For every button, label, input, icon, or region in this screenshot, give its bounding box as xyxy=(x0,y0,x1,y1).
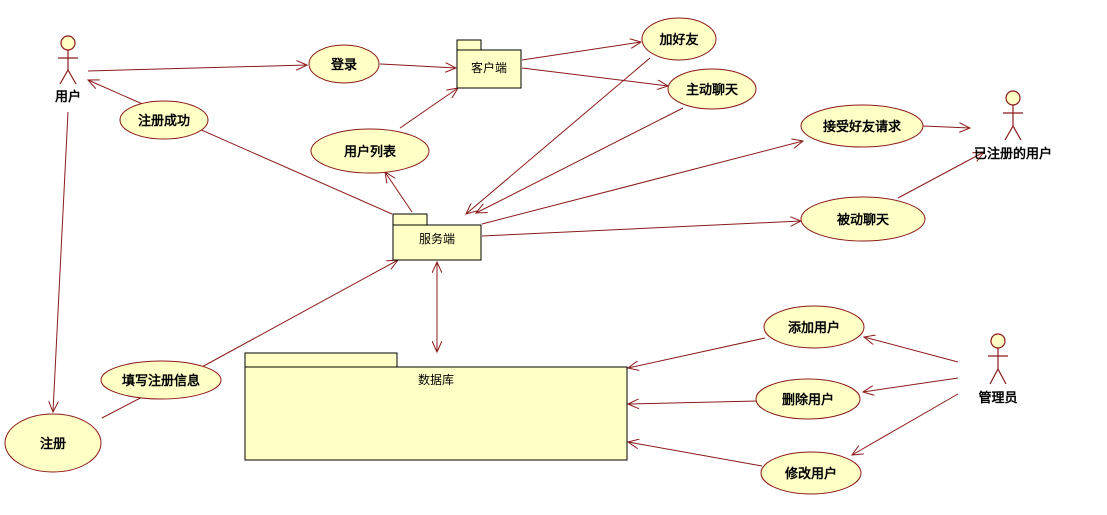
edge-passive-chat-to-registered-user xyxy=(897,152,984,199)
use-case-active-chat-label: 主动聊天 xyxy=(686,82,739,98)
use-case-user-list: 用户列表 xyxy=(310,128,430,174)
use-case-login: 登录 xyxy=(308,44,380,84)
edge-admin-to-add-user xyxy=(864,337,959,363)
use-case-modify-user: 修改用户 xyxy=(760,451,862,495)
use-case-login-label: 登录 xyxy=(330,57,357,73)
edge-server-to-user xyxy=(88,80,393,215)
use-case-accept-friend-request-label: 接受好友请求 xyxy=(823,119,902,135)
use-case-passive-chat: 被动聊天 xyxy=(800,196,926,242)
edge-admin-to-delete-user xyxy=(863,377,959,392)
edge-client-to-active-chat xyxy=(521,67,668,86)
package-server: 服务端 xyxy=(392,213,482,261)
edge-server-to-user-list xyxy=(385,172,413,213)
edge-fill-info-to-server xyxy=(199,260,398,369)
use-case-fill-register-info: 填写注册信息 xyxy=(100,360,222,400)
edges xyxy=(53,42,984,467)
edge-admin-to-modify-user xyxy=(852,393,959,455)
use-case-add-user: 添加用户 xyxy=(763,305,865,349)
edge-user-list-to-client xyxy=(399,88,458,129)
edge-add-user-to-database xyxy=(628,337,766,368)
package-client-label: 客户端 xyxy=(471,60,507,75)
edge-accept-request-to-registered-user xyxy=(922,126,970,128)
use-case-register-success-label: 注册成功 xyxy=(138,113,190,129)
edge-delete-user-to-database xyxy=(628,401,758,404)
package-database: 数据库 xyxy=(244,352,628,461)
edge-client-to-add-friend xyxy=(521,42,641,61)
actor-registered-user: 已注册的用户 xyxy=(974,90,1052,162)
actor-admin-label: 管理员 xyxy=(978,390,1017,406)
use-case-accept-friend-request: 接受好友请求 xyxy=(800,104,924,148)
edge-server-to-accept-request xyxy=(481,141,803,225)
edge-server-to-passive-chat xyxy=(481,221,801,237)
use-case-delete-user: 删除用户 xyxy=(755,378,861,420)
edge-modify-user-to-database xyxy=(628,442,763,467)
package-server-label: 服务端 xyxy=(419,231,455,246)
edge-active-chat-to-server xyxy=(476,107,684,213)
use-case-register: 注册 xyxy=(4,413,102,473)
actor-user: 用户 xyxy=(54,35,81,105)
use-case-modify-user-label: 修改用户 xyxy=(784,466,837,482)
use-case-delete-user-label: 删除用户 xyxy=(782,392,834,408)
actor-admin: 管理员 xyxy=(978,333,1018,406)
use-case-passive-chat-label: 被动聊天 xyxy=(836,212,890,228)
use-case-active-chat: 主动聊天 xyxy=(667,68,757,110)
use-case-fill-register-info-label: 填写注册信息 xyxy=(122,373,200,389)
use-case-add-friend-label: 加好友 xyxy=(658,32,698,48)
use-case-register-label: 注册 xyxy=(40,436,66,452)
use-case-register-success: 注册成功 xyxy=(119,100,209,140)
edge-add-friend-to-server xyxy=(466,57,651,214)
use-case-user-list-label: 用户列表 xyxy=(343,144,397,160)
edge-login-to-client xyxy=(379,64,456,68)
package-client: 客户端 xyxy=(456,39,522,89)
use-case-add-user-label: 添加用户 xyxy=(788,320,840,336)
actor-user-label: 用户 xyxy=(54,89,81,105)
use-case-add-friend: 加好友 xyxy=(641,17,717,61)
edge-user-to-register xyxy=(53,111,69,412)
package-database-label: 数据库 xyxy=(418,372,454,387)
edge-user-to-login xyxy=(87,65,307,72)
actor-registered-user-label: 已注册的用户 xyxy=(974,146,1052,162)
